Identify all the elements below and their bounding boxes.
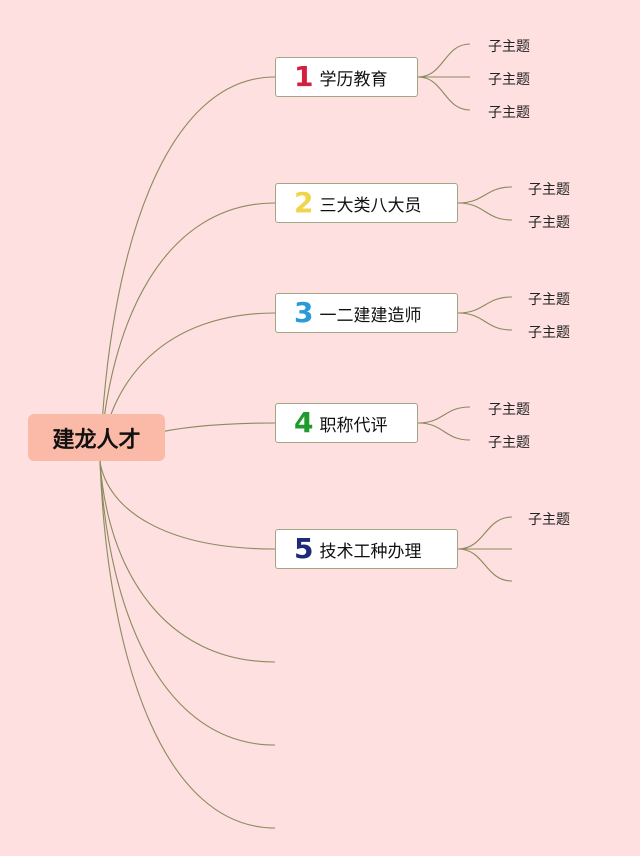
central-topic[interactable]: 建龙人才 bbox=[28, 414, 165, 461]
branch-topic-3[interactable]: 3 一二建建造师 bbox=[275, 293, 458, 333]
root-connector-7 bbox=[99, 461, 276, 746]
subtopic-1-2[interactable]: 子主题 bbox=[488, 72, 530, 88]
branch-topic-1[interactable]: 1 学历教育 bbox=[275, 57, 418, 97]
branch-label-1: 学历教育 bbox=[319, 69, 388, 90]
subtopic-connector-5-1 bbox=[457, 516, 513, 550]
branch-number-3: 3 bbox=[294, 296, 314, 329]
branch-number-5: 5 bbox=[294, 532, 314, 565]
subtopic-connector-3-1 bbox=[457, 296, 513, 314]
subtopic-connector-2-1 bbox=[457, 186, 513, 204]
central-topic-label: 建龙人才 bbox=[52, 427, 141, 453]
subtopic-connector-1-3 bbox=[417, 76, 471, 111]
branch-label-3: 一二建建造师 bbox=[319, 305, 422, 326]
branch-label-4: 职称代评 bbox=[319, 415, 388, 436]
subtopic-connector-4-1 bbox=[417, 406, 471, 424]
branch-topic-5[interactable]: 5 技术工种办理 bbox=[275, 529, 458, 569]
subtopic-1-1[interactable]: 子主题 bbox=[488, 39, 530, 55]
branch-topic-4[interactable]: 4 职称代评 bbox=[275, 403, 418, 443]
subtopic-connector-4-2 bbox=[417, 422, 471, 441]
subtopic-4-2[interactable]: 子主题 bbox=[488, 435, 530, 451]
subtopic-connector-1-1 bbox=[417, 43, 471, 78]
subtopic-4-1[interactable]: 子主题 bbox=[488, 402, 530, 418]
root-connector-5 bbox=[99, 461, 276, 550]
subtopic-connector-2-2 bbox=[457, 202, 513, 221]
branch-number-2: 2 bbox=[294, 186, 314, 219]
subtopic-5-1[interactable]: 子主题 bbox=[528, 512, 570, 528]
root-connector-1 bbox=[99, 76, 276, 463]
subtopic-2-1[interactable]: 子主题 bbox=[528, 182, 570, 198]
branch-number-1: 1 bbox=[294, 60, 314, 93]
branch-label-2: 三大类八大员 bbox=[319, 195, 422, 216]
subtopic-connector-3-2 bbox=[457, 312, 513, 331]
subtopic-2-2[interactable]: 子主题 bbox=[528, 215, 570, 231]
subtopic-1-3[interactable]: 子主题 bbox=[488, 105, 530, 121]
branch-label-5: 技术工种办理 bbox=[319, 541, 422, 562]
root-connector-8 bbox=[99, 461, 276, 829]
subtopic-3-1[interactable]: 子主题 bbox=[528, 292, 570, 308]
branch-topic-2[interactable]: 2 三大类八大员 bbox=[275, 183, 458, 223]
subtopic-3-2[interactable]: 子主题 bbox=[528, 325, 570, 341]
root-connector-6 bbox=[99, 461, 276, 663]
subtopic-connector-5-3 bbox=[457, 548, 513, 582]
root-connector-2 bbox=[99, 202, 276, 463]
branch-number-4: 4 bbox=[294, 406, 314, 439]
